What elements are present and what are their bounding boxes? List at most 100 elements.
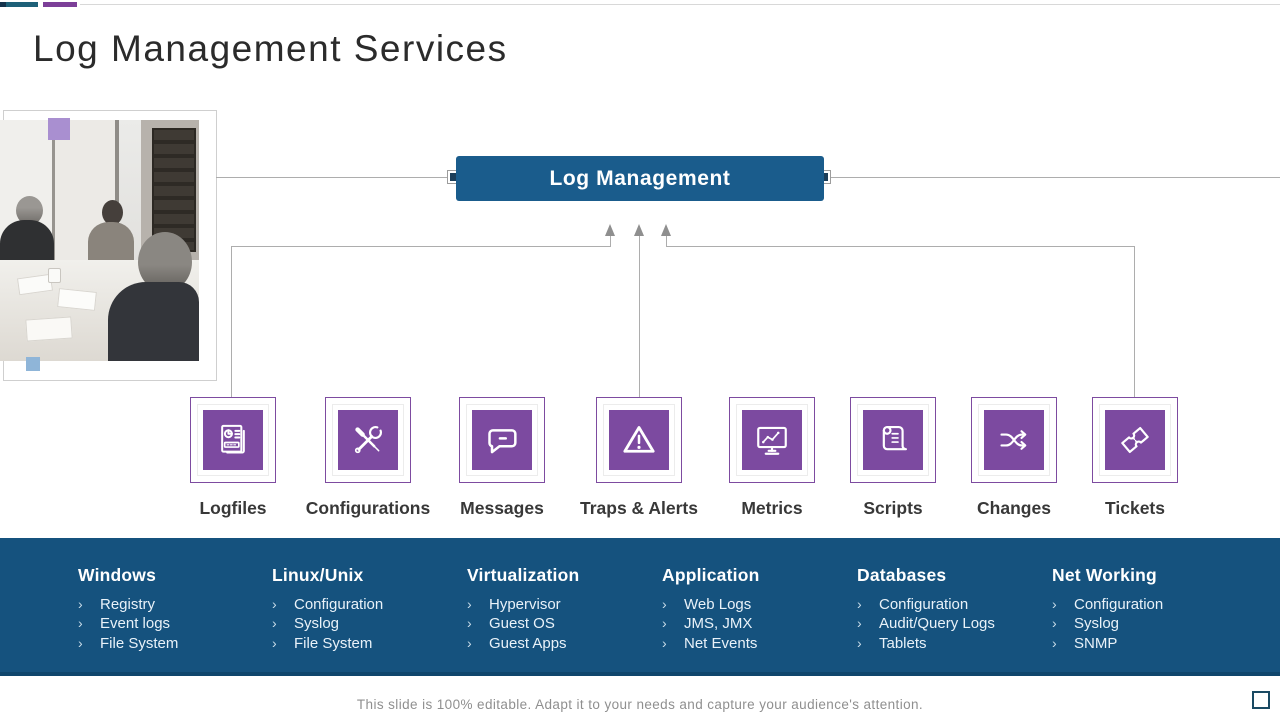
chevron-bullet-icon: › — [467, 615, 472, 632]
column-linux-unix: Linux/Unix ›Configuration ›Syslog ›File … — [272, 565, 462, 653]
photo-person-center-body — [88, 222, 134, 266]
list-item: ›Registry — [78, 596, 156, 613]
node-label: Tickets — [1105, 498, 1165, 518]
list-item: ›JMS, JMX — [662, 615, 753, 633]
chevron-bullet-icon: › — [857, 634, 862, 651]
connector-line — [216, 177, 450, 178]
chevron-bullet-icon: › — [1052, 615, 1057, 632]
column-title: Net Working — [1052, 565, 1157, 585]
chevron-bullet-icon: › — [467, 634, 472, 651]
speech-bubble-icon — [488, 429, 517, 454]
list-item: ›Hypervisor — [467, 596, 561, 613]
connector-line — [666, 236, 667, 246]
column-virtualization: Virtualization ›Hypervisor ›Guest OS ›Gu… — [467, 565, 657, 653]
list-item: ›SNMP — [1052, 634, 1118, 652]
connector-line — [831, 177, 1280, 178]
photo-person-center-head — [102, 200, 123, 225]
photo-paper — [25, 316, 73, 342]
chevron-bullet-icon: › — [857, 615, 862, 632]
page-title: Log Management Services — [33, 28, 508, 69]
list-item: ›Configuration — [857, 596, 969, 613]
list-item: ›Guest Apps — [467, 634, 567, 652]
crossed-tools-icon — [354, 426, 382, 454]
list-item: ›Net Events — [662, 634, 758, 652]
column-application: Application ›Web Logs ›JMS, JMX ›Net Eve… — [662, 565, 852, 653]
node-metrics[interactable]: Metrics — [697, 397, 847, 519]
node-label: Messages — [460, 498, 544, 518]
ticket-icon — [1121, 426, 1149, 454]
node-scripts[interactable]: Scripts — [818, 397, 968, 519]
connector-line — [1134, 246, 1135, 397]
column-net-working: Net Working ›Configuration ›Syslog ›SNMP — [1052, 565, 1242, 653]
up-arrowhead — [634, 224, 644, 236]
decor-top-line — [80, 4, 1280, 5]
footer-checkbox-icon[interactable] — [1252, 691, 1270, 709]
photo-window-mullion — [52, 120, 55, 298]
list-item: ›File System — [78, 634, 179, 652]
list-item: ›Audit/Query Logs — [857, 615, 995, 633]
meeting-photo — [0, 120, 199, 361]
chevron-bullet-icon: › — [662, 634, 667, 651]
root-node-log-management[interactable]: Log Management — [456, 156, 824, 201]
footer-note: This slide is 100% editable. Adapt it to… — [356, 697, 924, 712]
list-item: ›Syslog — [272, 615, 340, 633]
connector-line — [231, 246, 232, 397]
node-logfiles[interactable]: Logfiles — [158, 397, 308, 519]
band-bottom-edge — [0, 672, 1280, 676]
chevron-bullet-icon: › — [662, 596, 667, 612]
connector-line — [639, 236, 640, 397]
up-arrowhead — [605, 224, 615, 236]
root-node-label: Log Management — [549, 166, 731, 190]
scroll-icon — [882, 426, 907, 451]
node-label: Changes — [977, 498, 1051, 518]
node-label: Metrics — [741, 498, 803, 518]
chevron-bullet-icon: › — [272, 596, 277, 612]
column-title: Databases — [857, 565, 947, 585]
decor-square-blue — [26, 357, 40, 371]
list-item: ›Event logs — [78, 615, 171, 633]
logfile-report-icon — [221, 424, 245, 454]
photo-person-front-body — [108, 282, 199, 361]
column-title: Virtualization — [467, 565, 580, 585]
category-band: Windows ›Registry ›Event logs ›File Syst… — [0, 538, 1280, 676]
list-item: ›Tablets — [857, 634, 927, 652]
column-title: Windows — [78, 565, 157, 585]
chevron-bullet-icon: › — [857, 596, 862, 612]
node-label: Configurations — [305, 498, 431, 518]
list-item: ›File System — [272, 634, 373, 652]
shuffle-arrows-icon — [1000, 430, 1027, 450]
chevron-bullet-icon: › — [78, 634, 83, 651]
node-label: Logfiles — [199, 498, 267, 518]
column-title: Application — [662, 565, 760, 585]
column-title: Linux/Unix — [272, 565, 364, 585]
monitor-chart-icon — [757, 426, 787, 455]
list-item: ›Configuration — [1052, 596, 1164, 613]
list-item: ›Web Logs — [662, 596, 752, 613]
decor-square-purple — [48, 118, 70, 140]
photo-paper — [57, 288, 97, 311]
decor-bar-navy — [0, 2, 6, 7]
decor-bar-teal — [6, 2, 38, 7]
connector-line — [231, 246, 611, 247]
chevron-bullet-icon: › — [1052, 596, 1057, 612]
node-messages[interactable]: Messages — [427, 397, 577, 519]
node-label: Traps & Alerts — [579, 498, 698, 518]
chevron-bullet-icon: › — [272, 634, 277, 651]
photo-mug — [48, 268, 61, 283]
chevron-bullet-icon: › — [467, 596, 472, 612]
node-configurations[interactable]: Configurations — [293, 397, 443, 519]
list-item: ›Configuration — [272, 596, 384, 613]
chevron-bullet-icon: › — [272, 615, 277, 632]
chevron-bullet-icon: › — [662, 615, 667, 632]
node-tickets[interactable]: Tickets — [1060, 397, 1210, 519]
chevron-bullet-icon: › — [1052, 634, 1057, 651]
up-arrowhead — [661, 224, 671, 236]
column-windows: Windows ›Registry ›Event logs ›File Syst… — [78, 565, 268, 653]
column-databases: Databases ›Configuration ›Audit/Query Lo… — [857, 565, 1047, 653]
decor-bar-purple — [43, 2, 77, 7]
node-traps-alerts[interactable]: Traps & Alerts — [564, 397, 714, 519]
node-changes[interactable]: Changes — [939, 397, 1089, 519]
list-item: ›Guest OS — [467, 615, 555, 633]
warning-triangle-icon — [623, 426, 655, 453]
